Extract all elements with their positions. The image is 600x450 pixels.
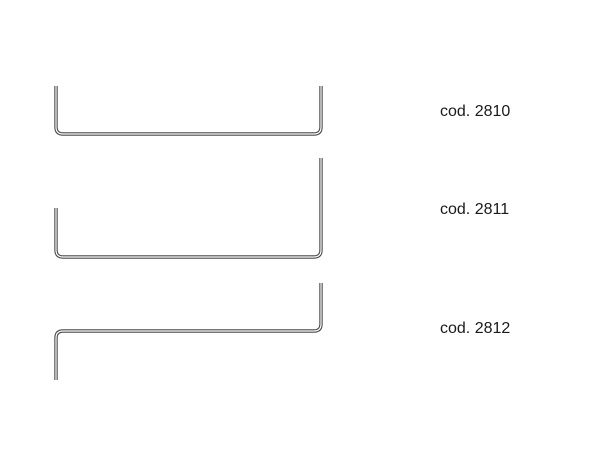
rod-profile-2811 <box>54 158 323 259</box>
code-label-2810: cod. 2810 <box>440 103 511 120</box>
rod-profile-2810 <box>54 86 323 136</box>
code-label-2811: cod. 2811 <box>440 201 510 218</box>
code-label-2812: cod. 2812 <box>440 320 511 337</box>
rod-profile-2812 <box>54 283 323 380</box>
